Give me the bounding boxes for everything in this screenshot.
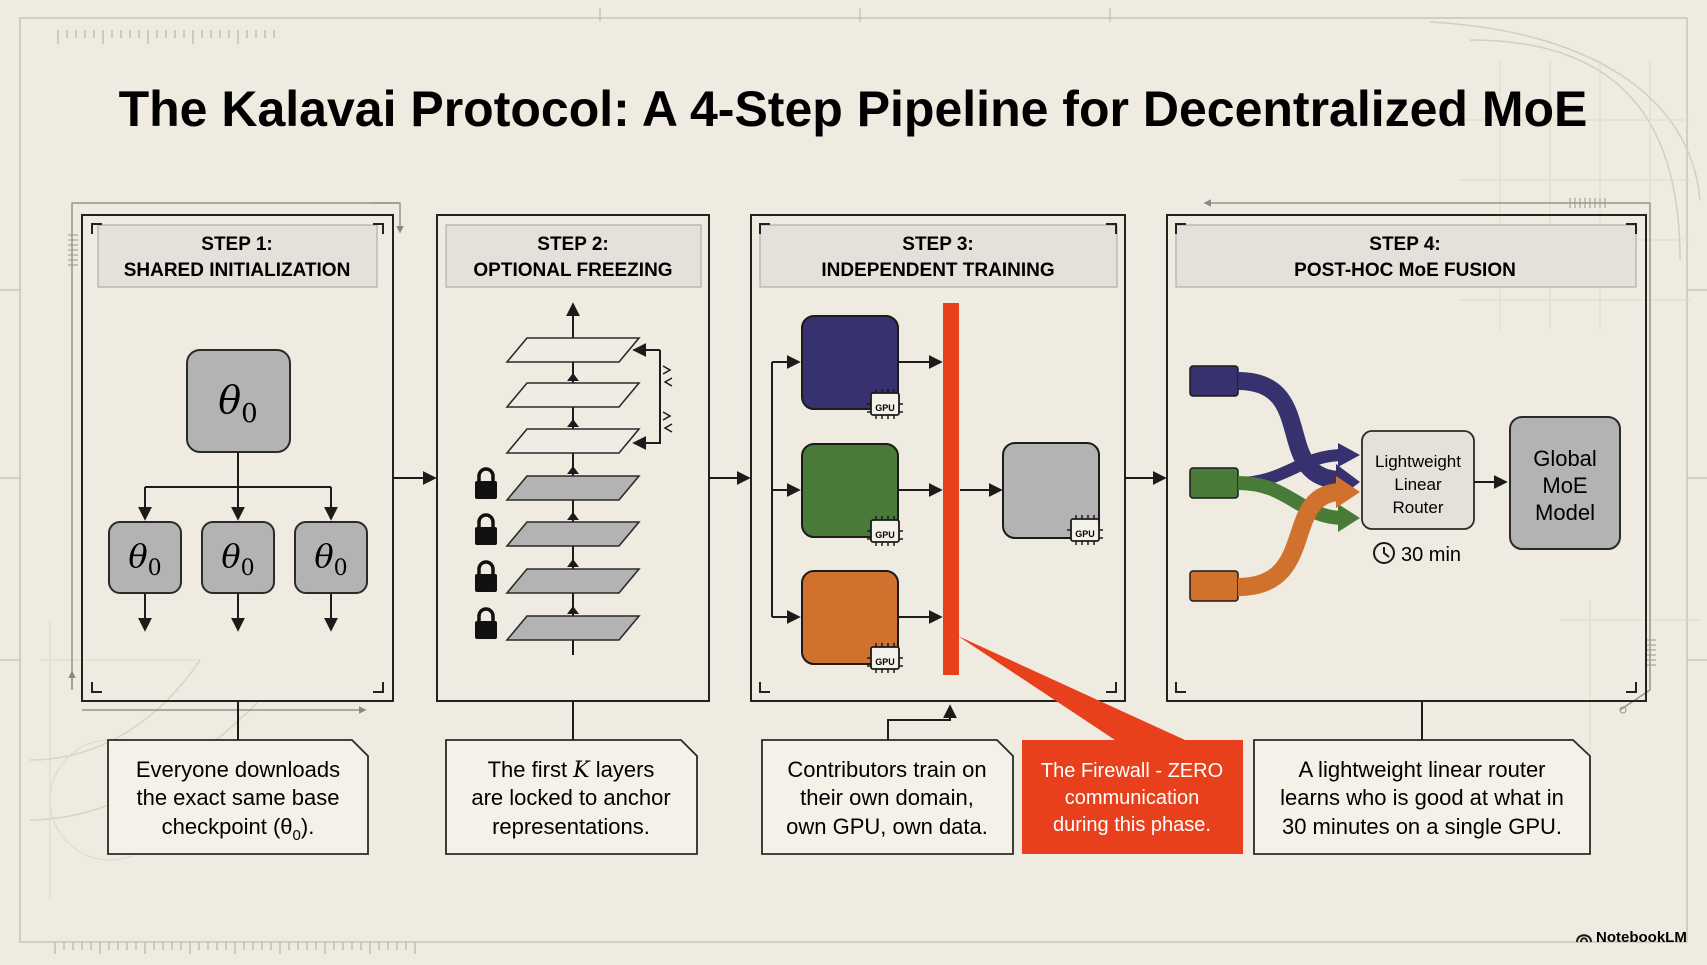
expert-orange-node	[801, 570, 899, 665]
step-3-label: STEP 3:	[902, 234, 973, 255]
step-4-caption-line-2: learns who is good at what in	[1280, 785, 1564, 810]
layer-flow-arrow	[567, 512, 579, 520]
clock-icon	[1373, 542, 1395, 564]
expert-input-purple	[1189, 365, 1239, 397]
svg-text:θ0: θ0	[221, 537, 254, 581]
global-model-label-2: MoE	[1542, 473, 1587, 498]
step-4-panel: STEP 4: POST-HOC MoE FUSION	[1166, 214, 1647, 702]
step-2-name: OPTIONAL FREEZING	[473, 260, 672, 281]
gpu-label: GPU	[875, 657, 895, 667]
step-3-panel: STEP 3: INDEPENDENT TRAINING	[750, 214, 1126, 702]
gpu-label: GPU	[875, 530, 895, 540]
theta-copy-node-3: θ0	[294, 521, 368, 594]
svg-text:θ0: θ0	[314, 537, 347, 581]
step-1-name: SHARED INITIALIZATION	[124, 260, 351, 281]
expert-input-orange	[1189, 570, 1239, 602]
step-4-caption-line-3: 30 minutes on a single GPU.	[1282, 814, 1562, 839]
brand-label: NotebookLM	[1596, 929, 1687, 946]
model-layer	[505, 428, 641, 454]
model-layer	[505, 337, 641, 363]
ribbon-orange	[1237, 483, 1343, 596]
step-1-caption: Everyone downloads the exact same base c…	[107, 739, 369, 855]
model-layer	[505, 521, 641, 547]
lock-icon	[475, 560, 497, 592]
step-1-content: θ0 θ0 θ0 θ0	[108, 349, 368, 632]
expert-purple-node	[801, 315, 899, 410]
expert-green-node	[801, 443, 899, 538]
notebooklm-logo-icon	[1576, 934, 1592, 943]
step-2-caption-line-3: representations.	[492, 814, 650, 839]
step-2-content	[475, 302, 673, 655]
theta-base-label: θ0	[218, 378, 257, 429]
step-4-caption-line-1: A lightweight linear router	[1298, 757, 1545, 782]
step-1-label: STEP 1:	[201, 234, 272, 255]
step-2-caption-line-2: are locked to anchor	[471, 785, 670, 810]
swap-arrows-icon	[632, 343, 673, 450]
layer-flow-arrow	[567, 373, 579, 381]
global-moe-model-node: Global MoE Model	[1509, 416, 1621, 550]
firewall-note-line-3: during this phase.	[1053, 814, 1211, 836]
page-title: The Kalavai Protocol: A 4-Step Pipeline …	[119, 81, 1588, 137]
notebooklm-brand: NotebookLM	[1576, 929, 1687, 946]
step-3-caption-line-1: Contributors train on	[787, 757, 986, 782]
firewall-note-line-1: The Firewall - ZERO	[1041, 760, 1223, 782]
svg-text:θ0: θ0	[128, 537, 161, 581]
step-4-caption: A lightweight linear router learns who i…	[1253, 739, 1591, 855]
gpu-label: GPU	[1075, 529, 1095, 539]
layer-flow-arrow	[567, 559, 579, 567]
firewall-bar	[943, 303, 959, 675]
lock-icon	[475, 607, 497, 639]
global-model-label-3: Model	[1535, 500, 1595, 525]
theta-base-node: θ0	[186, 349, 291, 453]
theta-copy-node-1: θ0	[108, 521, 182, 594]
step-3-caption-line-2: their own domain,	[800, 785, 974, 810]
step-2-panel: STEP 2: OPTIONAL FREEZING	[436, 214, 710, 702]
step-2-label: STEP 2:	[537, 234, 608, 255]
layer-flow-arrow	[567, 419, 579, 427]
step-4-label: STEP 4:	[1369, 234, 1440, 255]
step-1-caption-line-3: checkpoint (θ0).	[162, 814, 315, 844]
step-3-caption-line-3: own GPU, own data.	[786, 814, 988, 839]
gpu-label: GPU	[875, 403, 895, 413]
gpu-chip-icon: GPU	[867, 516, 903, 546]
router-node: Lightweight Linear Router	[1361, 430, 1475, 530]
step-4-name: POST-HOC MoE FUSION	[1294, 260, 1516, 281]
expert-input-green	[1189, 467, 1239, 499]
layer-flow-arrow	[567, 466, 579, 474]
step-2-caption: The first K layers are locked to anchor …	[445, 739, 698, 855]
step-3-name: INDEPENDENT TRAINING	[821, 260, 1054, 281]
gpu-chip-icon: GPU	[867, 389, 903, 419]
router-label-1: Lightweight	[1375, 452, 1461, 471]
firewall-note-line-2: communication	[1065, 787, 1200, 809]
lock-icon	[475, 513, 497, 545]
lock-icon	[475, 467, 497, 499]
layer-flow-arrow	[567, 606, 579, 614]
gpu-chip-icon: GPU	[867, 643, 903, 673]
model-layer	[505, 475, 641, 501]
ribbon-green	[1237, 476, 1345, 525]
model-layer	[505, 382, 641, 408]
gpu-chip-icon: GPU	[1067, 515, 1103, 545]
step-4-content: Lightweight Linear Router 30 min Global …	[1189, 365, 1621, 602]
theta-copy-node-2: θ0	[201, 521, 275, 594]
model-layer	[505, 568, 641, 594]
step-3-caption: Contributors train on their own domain, …	[761, 739, 1014, 855]
firewall-callout: The Firewall - ZERO communication during…	[1022, 740, 1243, 854]
firewall-callout-pointer	[958, 636, 1185, 740]
router-time: 30 min	[1401, 544, 1461, 566]
router-label-3: Router	[1392, 498, 1443, 517]
step-1-caption-line-2: the exact same base	[136, 785, 339, 810]
step-3-content: GPU GPU GPU GPU	[771, 303, 1185, 740]
step-1-caption-line-1: Everyone downloads	[136, 757, 340, 782]
router-label-2: Linear	[1394, 475, 1442, 494]
global-model-label-1: Global	[1533, 446, 1597, 471]
step-2-caption-line-1: The first K layers	[488, 757, 655, 783]
merged-model-node	[1002, 442, 1100, 539]
model-layer	[505, 615, 641, 641]
ribbon-purple	[1237, 372, 1343, 489]
caption-connectors	[237, 701, 1423, 740]
